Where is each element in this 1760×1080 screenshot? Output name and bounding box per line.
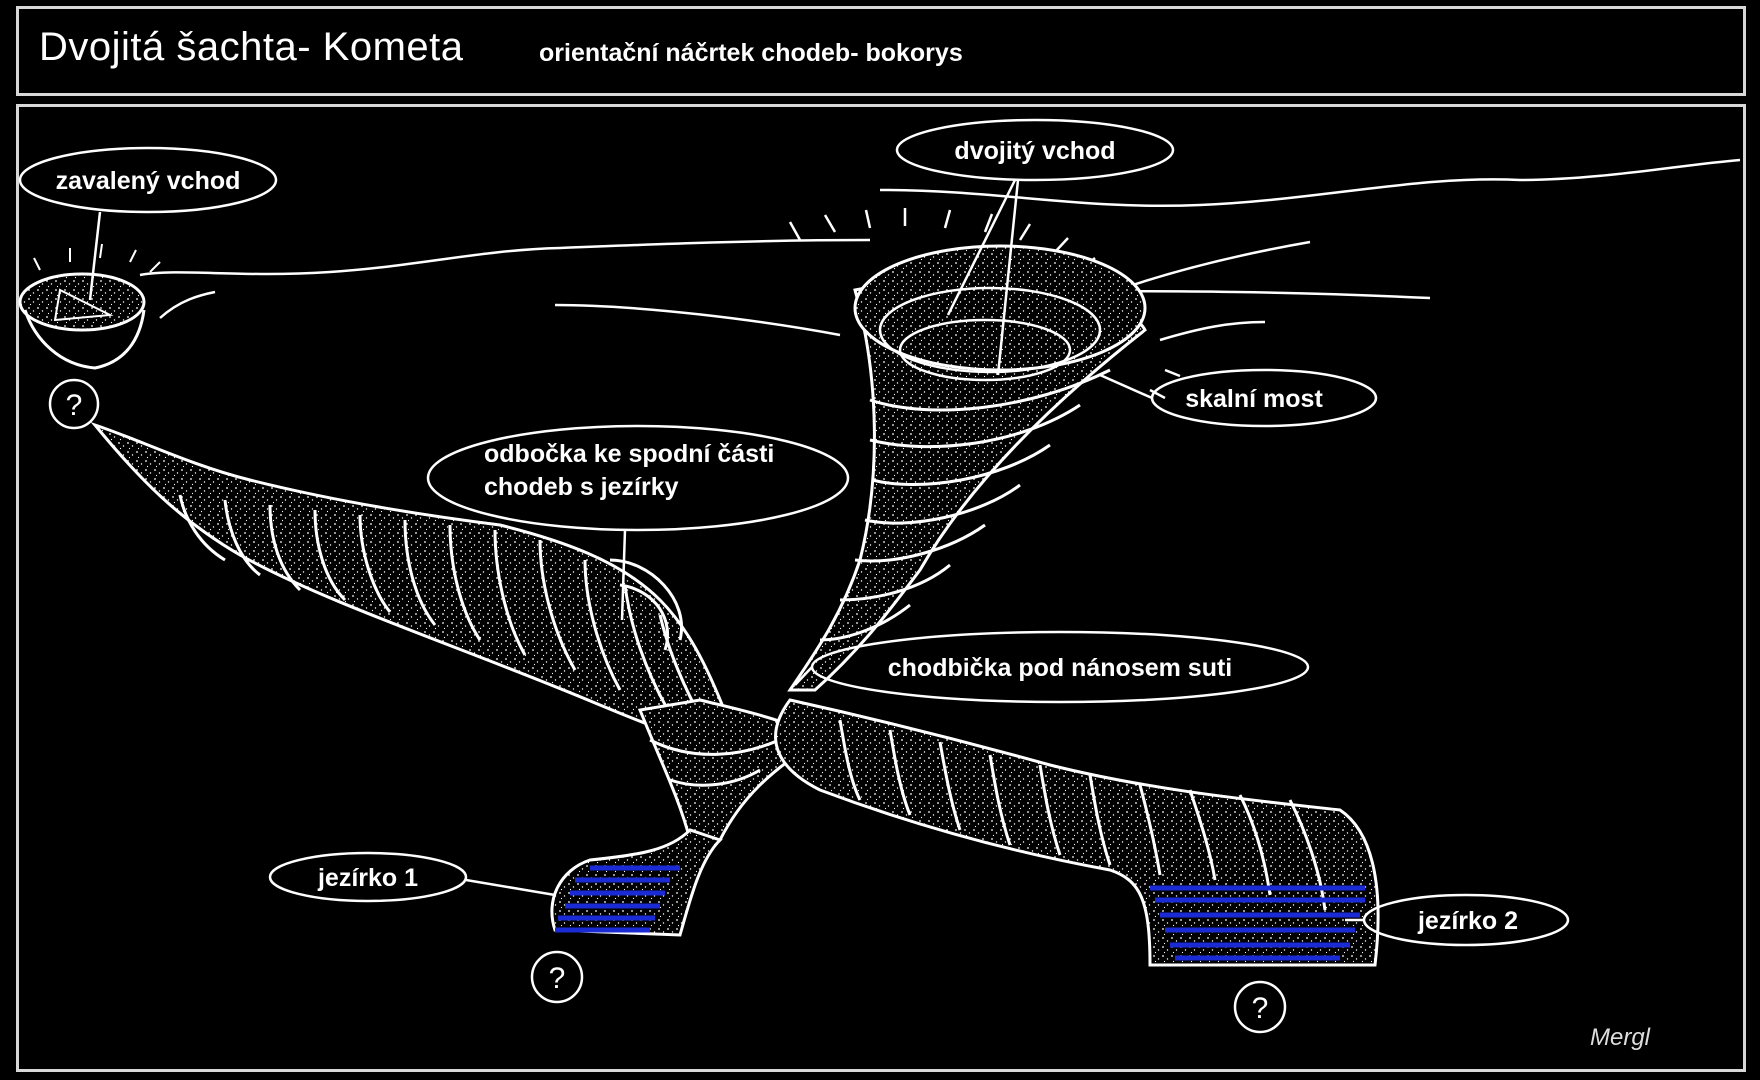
header-frame: Dvojitá šachta- Kometa orientační náčrte… [16,6,1746,96]
collapsed-ticks [33,243,161,273]
right-passage [774,698,1380,967]
branch-bubble [426,424,850,532]
collapsed-entrance-funnel [18,272,146,370]
unknown-circle-1 [48,378,100,430]
unknown-circle-3 [1233,980,1287,1034]
label-passage: chodbička pod nánosem suti [888,654,1233,682]
collapsed-entrance-bubble [18,146,278,214]
author-signature: Mergl [1590,1024,1651,1051]
label-branch-line1: odbočka ke spodní části [484,440,774,468]
unknown-mark-3: ? [1252,992,1269,1025]
left-passage [90,421,743,752]
lake1-bubble [268,851,468,903]
label-collapsed-entrance: zavalený vchod [56,167,241,195]
diagram-frame [16,104,1746,1072]
pointer-lines [88,179,1364,922]
unknown-circle-2 [530,950,584,1004]
lake1-water [555,865,680,933]
label-rock-bridge: skalní most [1185,385,1323,413]
label-lake1: jezírko 1 [317,864,418,892]
unknown-mark-1: ? [66,389,83,422]
unknown-mark-2: ? [549,962,566,995]
label-double-entrance: dvojitý vchod [954,137,1115,165]
label-branch-line2: chodeb s jezírky [484,473,679,501]
main-funnel [787,244,1147,692]
page-title: Dvojitá šachta- Kometa [39,25,464,69]
label-lake2: jezírko 2 [1417,907,1518,935]
page-subtitle: orientační náčrtek chodeb- bokorys [539,39,963,67]
question-circles [48,378,1287,1034]
double-entrance-bubble [895,118,1175,182]
lake2-water [1150,885,1365,961]
